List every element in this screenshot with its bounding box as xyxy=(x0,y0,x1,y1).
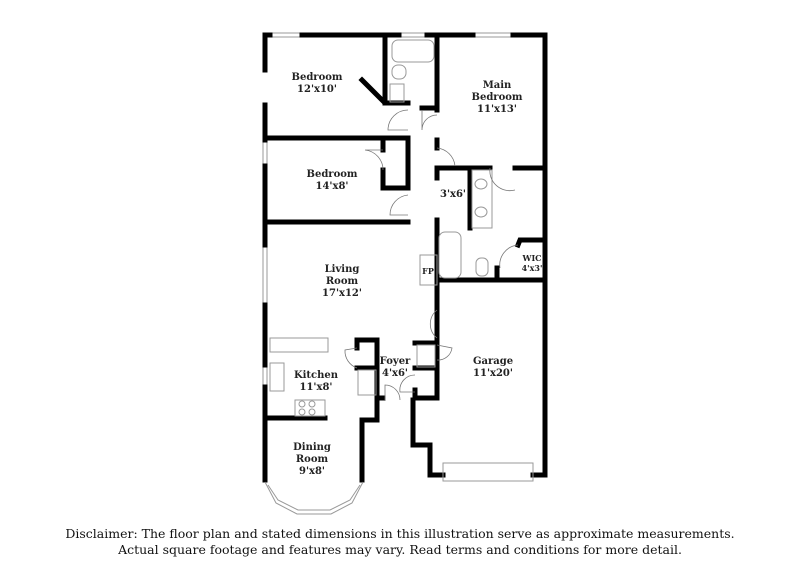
room-size: 11'x8' xyxy=(300,382,333,393)
room-size: 4'x3' xyxy=(522,263,543,273)
room-name: Bedroom xyxy=(307,169,358,180)
fireplace-label: FP xyxy=(422,266,434,276)
doors xyxy=(344,109,519,401)
room-name: Garage xyxy=(473,356,513,367)
room-size: 3'x6' xyxy=(440,189,466,200)
room-size: 11'x13' xyxy=(477,104,517,115)
window xyxy=(262,139,268,167)
room-name: WIC xyxy=(521,253,541,263)
room-name: Bedroom xyxy=(292,72,343,83)
walls xyxy=(262,32,548,483)
room-name: Dining xyxy=(293,442,331,453)
room-name: Room xyxy=(326,276,359,287)
room-name: Room xyxy=(296,454,329,465)
disclaimer-line-2: Actual square footage and features may v… xyxy=(118,542,682,557)
disclaimer-line-1: Disclaimer: The floor plan and stated di… xyxy=(65,526,735,541)
window xyxy=(262,244,268,306)
room-size: 4'x6' xyxy=(382,368,408,379)
fixtures xyxy=(264,39,534,515)
room-name: Main xyxy=(483,80,512,91)
room-size: 17'x12' xyxy=(322,288,362,299)
room-name: Kitchen xyxy=(294,370,339,381)
window xyxy=(472,32,514,38)
room-name: Living xyxy=(325,264,360,275)
window xyxy=(398,32,428,38)
room-name: Bedroom xyxy=(472,92,523,103)
room-size: 11'x20' xyxy=(473,368,513,379)
room-size: 9'x8' xyxy=(299,466,325,477)
window xyxy=(262,364,268,388)
room-size: 14'x8' xyxy=(316,181,349,192)
window xyxy=(269,32,303,38)
room-size: 12'x10' xyxy=(297,84,337,95)
room-name: Foyer xyxy=(380,356,411,367)
